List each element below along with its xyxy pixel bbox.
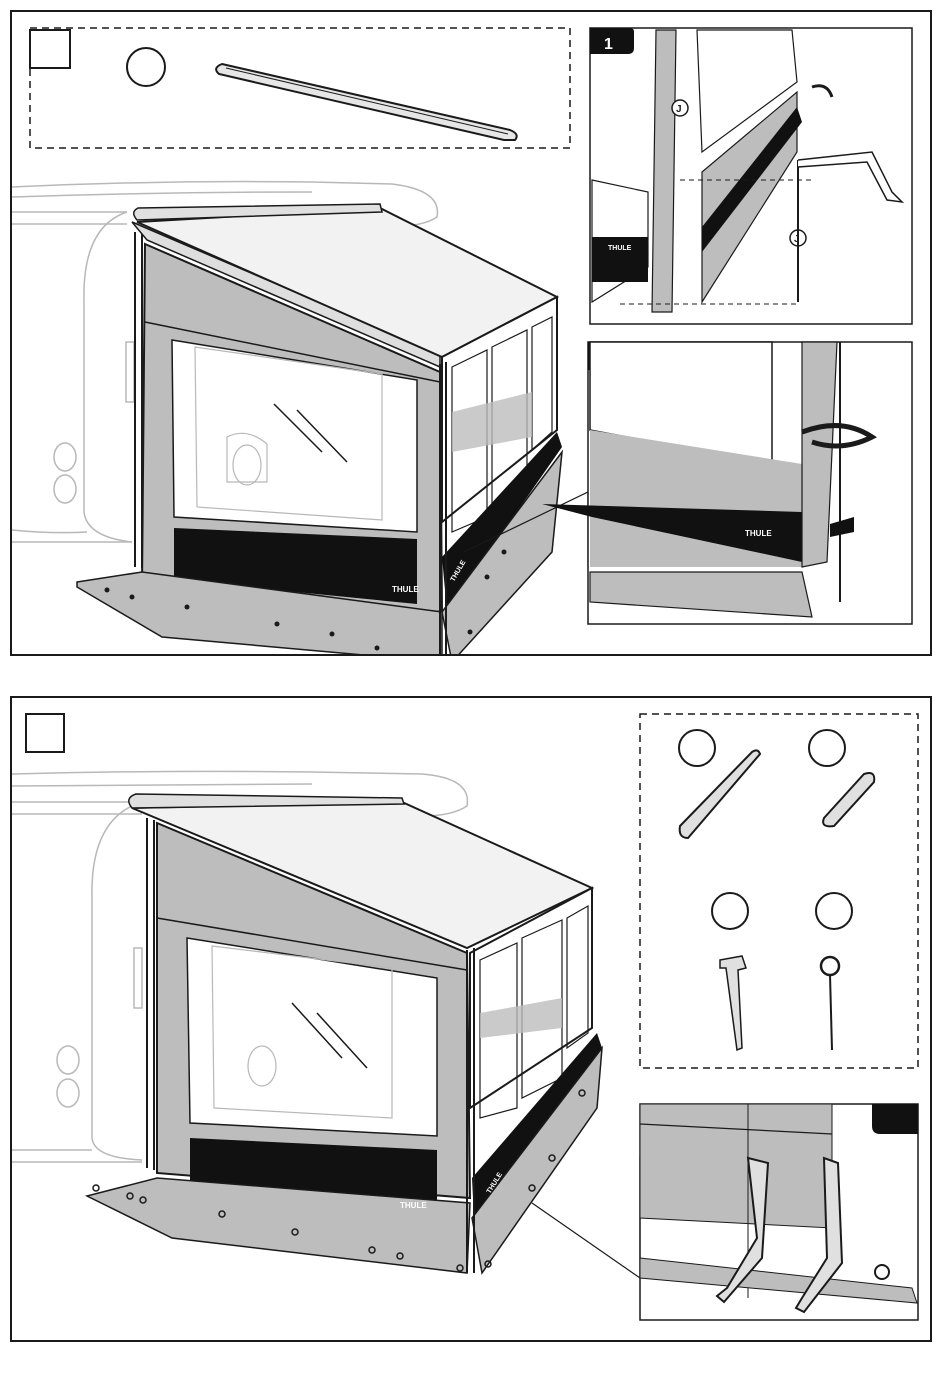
step-box [26,714,64,752]
callout-j-1: J [676,104,682,115]
step-box [30,30,70,68]
quantity-circle [127,48,165,86]
tent-peg-part [720,956,746,1050]
awning-tent: THULE THULE [87,794,602,1273]
top-panel: THULE THULE 1 THULE J J [10,10,932,656]
awning-tent: THULE THULE [77,204,562,654]
bottom-panel: THULE THULE [10,696,932,1342]
detail-2-brand: THULE [745,529,772,538]
rail-part [216,64,517,140]
quantity-circle-1 [679,730,715,766]
quantity-circle-3 [712,893,748,929]
detail-1-number: 1 [604,36,613,53]
bottom-illustration: THULE THULE [12,698,930,1340]
hook-peg-part [821,957,839,975]
rubber-ring-part [823,773,874,826]
detail-1-inset: 1 THULE J J [590,28,912,324]
accessories-inset [640,714,918,1068]
tent-brand-label: THULE [392,585,419,594]
top-illustration: THULE THULE 1 THULE J J [12,12,930,654]
detail-1-brand: THULE [608,245,632,252]
quantity-circle-2 [809,730,845,766]
tent-brand-label: THULE [400,1201,427,1210]
quantity-circle-4 [816,893,852,929]
strap-detail-inset [532,1104,918,1320]
